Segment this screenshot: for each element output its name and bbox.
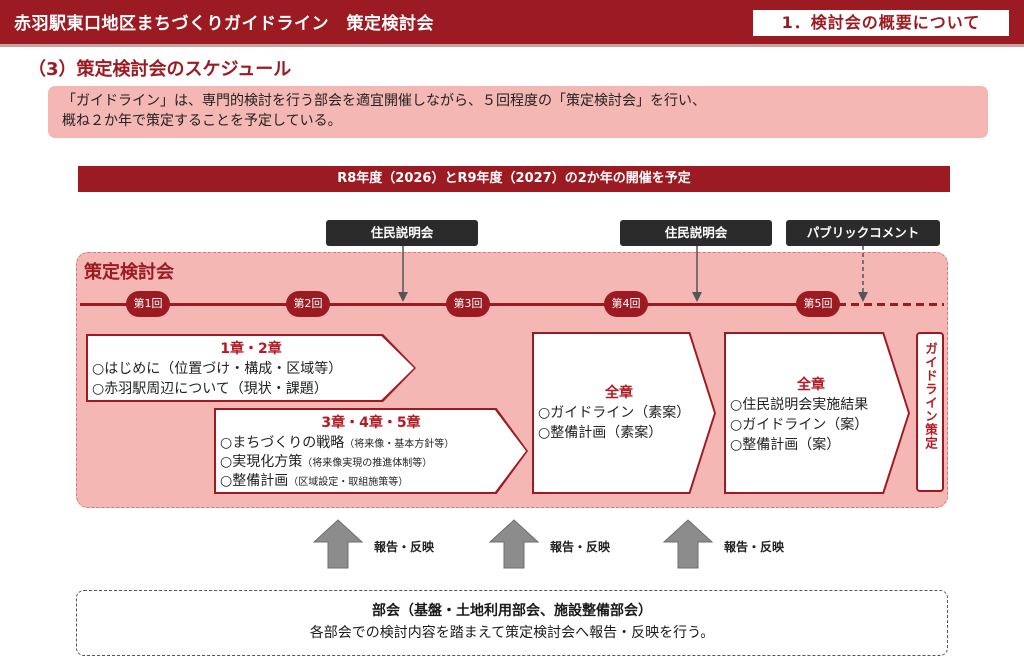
header-divider — [0, 44, 1024, 47]
up-arrow-icon — [312, 519, 364, 569]
chapters-3-5-item: ○まちづくりの戦略（将来像・基本方針等） — [220, 432, 454, 452]
plan-label: ○整備計画 — [220, 473, 289, 489]
meeting-3: 第3回 — [446, 291, 490, 317]
callout-arrow-1 — [398, 246, 408, 302]
chapters-3-5-item: ○整備計画（区域設定・取組施策等） — [220, 470, 408, 490]
chapters-1-2-item: ○赤羽駅周辺について（現状・課題） — [92, 381, 328, 397]
intro-line-1: 「ガイドライン」は、専門的検討を行う部会を適宜開催しながら、５回程度の「策定検討… — [62, 93, 706, 109]
chapters-3-5-box: 3章・4章・5章 ○まちづくりの戦略（将来像・基本方針等） ○実現化方策（将来像… — [214, 408, 528, 494]
page-title: 赤羽駅東口地区まちづくりガイドライン 策定検討会 — [14, 14, 434, 34]
final-draft-box: 全章 ○住民説明会実施結果 ○ガイドライン（案） ○整備計画（案） — [724, 332, 910, 494]
final-draft-item: ○ガイドライン（案） — [730, 417, 869, 433]
draft-item: ○ガイドライン（素案） — [538, 405, 691, 421]
realization-note: （将来像実現の推進体制等） — [302, 458, 433, 469]
realization-label: ○実現化方策 — [220, 454, 303, 470]
final-draft-item: ○整備計画（案） — [730, 437, 841, 453]
subcommittee-description: 各部会での検討内容を踏まえて策定検討会へ報告・反映を行う。 — [309, 625, 715, 641]
chapters-3-5-heading: 3章・4章・5章 — [321, 415, 421, 431]
meeting-2: 第2回 — [286, 291, 330, 317]
intro-box: 「ガイドライン」は、専門的検討を行う部会を適宜開催しながら、５回程度の「策定検討… — [48, 86, 988, 138]
report-label-3: 報告・反映 — [724, 540, 785, 554]
draft-item: ○整備計画（素案） — [538, 425, 663, 441]
report-label-2: 報告・反映 — [550, 540, 611, 554]
chapters-1-2-box: 1章・2章 ○はじめに（位置づけ・構成・区域等） ○赤羽駅周辺について（現状・課… — [86, 334, 416, 402]
guideline-finalization-label: ガイドライン策定 — [923, 342, 938, 450]
schedule-banner: R8年度（2026）とR9年度（2027）の2か年の開催を予定 — [78, 166, 950, 192]
draft-heading: 全章 — [605, 385, 633, 401]
intro-line-2: 概ね２か年で策定することを予定している。 — [62, 113, 342, 129]
strategy-label: ○まちづくりの戦略 — [220, 435, 345, 451]
strategy-note: （将来像・基本方針等） — [344, 439, 455, 450]
chapters-1-2-heading: 1章・2章 — [220, 341, 282, 357]
chapters-3-5-item: ○実現化方策（将来像実現の推進体制等） — [220, 451, 432, 471]
up-arrow-icon — [662, 519, 714, 569]
committee-label: 策定検討会 — [84, 262, 174, 283]
report-label-1: 報告・反映 — [374, 540, 435, 554]
subcommittee-title: 部会（基盤・土地利用部会、施設整備部会） — [372, 603, 652, 619]
chapters-1-2-item: ○はじめに（位置づけ・構成・区域等） — [92, 361, 343, 377]
public-comment-callout: パブリックコメント — [786, 220, 940, 246]
timeline-dashed-extension — [838, 303, 944, 306]
meeting-5: 第5回 — [796, 291, 840, 317]
callout-arrow-2 — [692, 246, 702, 302]
guideline-finalization-box: ガイドライン策定 — [916, 332, 944, 492]
section-badge: 1．検討会の概要について — [752, 9, 1010, 37]
meeting-1: 第1回 — [126, 291, 170, 317]
section-heading: （3）策定検討会のスケジュール — [28, 59, 292, 80]
meeting-4: 第4回 — [604, 291, 648, 317]
callout-arrow-3 — [858, 246, 868, 302]
draft-box: 全章 ○ガイドライン（素案） ○整備計画（素案） — [532, 332, 716, 494]
subcommittee-box — [76, 590, 948, 656]
final-draft-heading: 全章 — [797, 377, 825, 393]
final-draft-item: ○住民説明会実施結果 — [730, 397, 869, 413]
resident-briefing-callout-2: 住民説明会 — [620, 220, 772, 246]
resident-briefing-callout-1: 住民説明会 — [326, 220, 478, 246]
up-arrow-icon — [488, 519, 540, 569]
plan-note: （区域設定・取組施策等） — [288, 477, 409, 488]
